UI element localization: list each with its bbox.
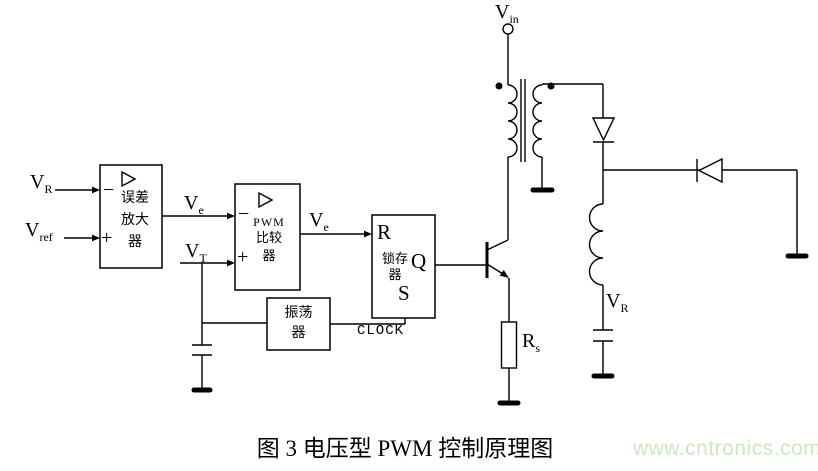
latch-q-label: Q: [411, 249, 427, 273]
ve-error-label: Ve: [184, 192, 204, 217]
opamp-triangle-icon: [121, 170, 137, 188]
freewheel-diode: [696, 157, 723, 184]
rs-resistor: [497, 321, 521, 406]
clock-label: CLOCK: [357, 323, 405, 339]
pwm-comparator-minus: −: [238, 203, 250, 225]
oscillator-box: [266, 297, 406, 351]
watermark: www.cntronics.com: [633, 437, 818, 460]
oscillator-title-line1: 振荡: [284, 306, 313, 321]
error-amp-title-line3: 器: [128, 235, 142, 250]
figure-caption: 图 3 电压型 PWM 控制原理图: [256, 436, 554, 461]
latch-title-line1: 锁存: [381, 251, 408, 266]
output-node-wires: [602, 169, 809, 259]
phase-dot-icon: [495, 82, 503, 90]
pwm-comparator-box: [234, 183, 301, 291]
output-capacitor: [591, 329, 615, 379]
switch-transistor: [485, 157, 510, 322]
error-amp-title-line2: 放大: [121, 213, 149, 228]
rs-label: Rs: [522, 330, 541, 355]
wire-arrowheads: [92, 186, 372, 267]
clock-wire: [330, 318, 406, 325]
vin-label: Vin: [495, 1, 519, 26]
latch-title-line2: 器: [388, 267, 402, 282]
vin-terminal: [502, 23, 514, 85]
error-amp-plus: +: [101, 227, 113, 249]
latch-s-label: S: [398, 281, 410, 305]
vref-input-label: Vref: [25, 219, 53, 244]
pwm-comparator-plus: +: [237, 246, 249, 268]
transformer-core: [520, 79, 526, 162]
vr-input-label: VR: [30, 171, 53, 196]
vr-output-label: VR: [606, 290, 629, 315]
pwm-comparator-title-line1: PWM: [253, 215, 285, 229]
primary-winding: [507, 84, 518, 158]
transformer: [495, 79, 555, 193]
vt-net: [180, 262, 267, 393]
output-inductor: [588, 203, 604, 330]
vt-label: VT: [185, 240, 207, 265]
opamp-triangle-icon: [258, 191, 274, 209]
emitter-arrow-icon: [499, 270, 509, 278]
latch-r-label: R: [377, 220, 392, 244]
latch-box: [371, 214, 436, 319]
error-amp-minus: −: [103, 179, 115, 201]
rectifier-diode: [542, 83, 616, 170]
oscillator-title-line2: 器: [291, 326, 306, 341]
pwm-comparator-title-line3: 器: [262, 248, 276, 263]
input-wires: [55, 189, 93, 239]
secondary-winding: [532, 84, 543, 158]
error-amp-title-line1: 误差: [121, 191, 149, 206]
pwm-comparator-title-line2: 比较: [255, 230, 282, 245]
ve-pwm-label: Ve: [309, 209, 329, 234]
